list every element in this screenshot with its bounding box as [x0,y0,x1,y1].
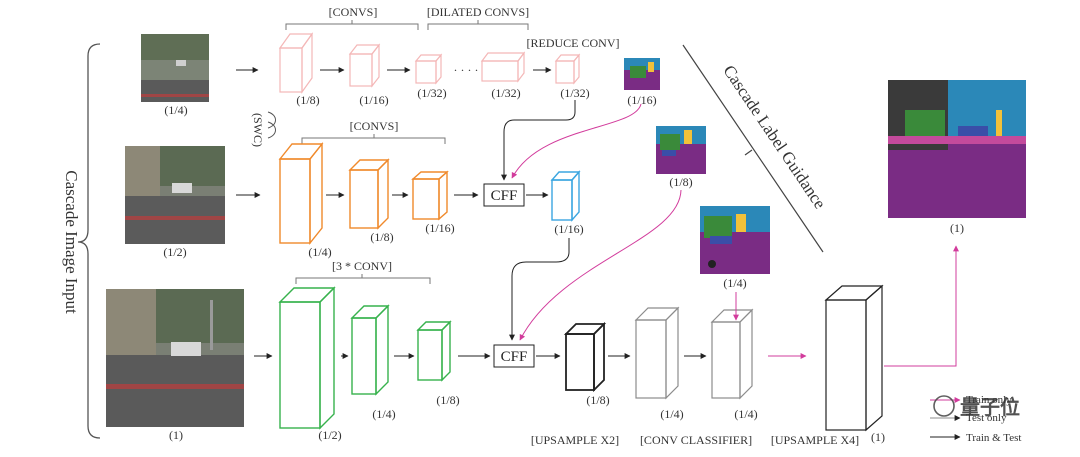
mid-scale-3: (1/16) [425,221,454,235]
mid-conv-box-2 [348,158,390,230]
cascade-image-input-label: Cascade Image Input [62,170,81,314]
input-half-scale: (1/2) [163,245,186,259]
guidance-arrow-to-cff1 [511,103,642,179]
bot-scale-1: (1/2) [318,428,341,442]
bot-scale-3: (1/8) [436,393,459,407]
watermark: 量子位 [933,395,1020,419]
output-segmentation-map [888,80,1026,218]
top-convs-label: [CONVS] [329,5,378,19]
top-scale-2: (1/16) [359,93,388,107]
cascade-label-guidance-label: Cascade Label Guidance [719,62,829,213]
cff-1-label: CFF [491,188,518,204]
top-scale-1: (1/8) [296,93,319,107]
bot-convs-label: [3 * CONV] [332,259,392,273]
post-box-1 [563,321,607,393]
upsample-x2-label: [UPSAMPLE X2] [531,433,619,447]
top-conv-box-2 [348,43,381,88]
top-dilated-bracket [427,20,529,30]
top-dilated-label: [DILATED CONVS] [427,5,529,19]
upsample-x4-label: [UPSAMPLE X4] [771,433,859,447]
post-scale-1: (1/8) [586,393,609,407]
input-full-scale: (1) [169,428,183,442]
mid-out-scale: (1/16) [554,222,583,236]
label-map-quarter-scale: (1/4) [723,276,746,290]
input-image-quarter [141,34,209,102]
legend-train-only: Train only [966,394,1012,406]
arrow-mid-to-cff2 [509,238,570,341]
bot-scale-2: (1/4) [372,407,395,421]
top-convs-bracket [285,20,419,30]
mid-out-box [550,170,581,222]
final-box-scale: (1) [871,430,885,444]
post-box-2 [634,306,680,400]
final-box [824,284,884,432]
top-reduce-label: [REDUCE CONV] [527,36,620,50]
label-map-sixteenth [624,58,660,90]
post-scale-2: (1/4) [660,407,683,421]
legend-test-only: Test only [966,412,1007,424]
label-map-sixteenth-scale: (1/16) [627,93,656,107]
label-map-eighth [656,126,706,174]
mid-conv-box-1 [278,142,324,245]
bot-conv-box-2 [350,304,390,396]
output-scale: (1) [950,221,964,235]
input-quarter-scale: (1/4) [164,103,187,117]
label-map-eighth-scale: (1/8) [669,175,692,189]
bot-conv-box-3 [416,320,452,382]
top-conv-box-4 [480,51,526,83]
bot-convs-bracket [295,274,431,284]
top-scale-4: (1/32) [491,86,520,100]
guidance-arrow-to-cff2 [519,189,682,341]
label-map-quarter [700,206,770,274]
post-scale-3: (1/4) [734,407,757,421]
guidance-bracket [682,44,824,253]
top-conv-box-1 [278,32,314,94]
swc-label: (SWC) [251,113,265,147]
cascade-image-input-label-group: Cascade Image Input [62,43,101,439]
arrow-top-to-cff1 [501,100,576,181]
top-scale-5: (1/32) [560,86,589,100]
mid-scale-1: (1/4) [308,245,331,259]
post-box-3 [710,308,754,400]
top-conv-box-5 [554,53,581,85]
legend-train-test: Train & Test [966,432,1021,444]
bot-conv-box-1 [278,286,336,430]
left-brace [77,43,101,439]
input-image-full [106,289,244,427]
shared-weight-icon [267,111,276,139]
mid-convs-label: [CONVS] [350,119,399,133]
wechat-icon [933,395,955,417]
arrow-to-output [884,245,959,367]
cff-2-label: CFF [501,349,528,365]
cff-block-2: CFF [493,344,535,368]
top-ellipsis: · · · · [454,63,479,77]
top-scale-3: (1/32) [417,86,446,100]
top-conv-box-3 [414,53,443,85]
input-image-half [125,146,225,244]
watermark-text: 量子位 [960,395,1020,419]
mid-convs-bracket [301,134,446,144]
mid-scale-2: (1/8) [370,230,393,244]
legend: Train only Test only Train & Test [930,394,1021,444]
conv-classifier-label: [CONV CLASSIFIER] [640,433,752,447]
cff-block-1: CFF [483,183,525,207]
mid-conv-box-3 [411,170,449,221]
